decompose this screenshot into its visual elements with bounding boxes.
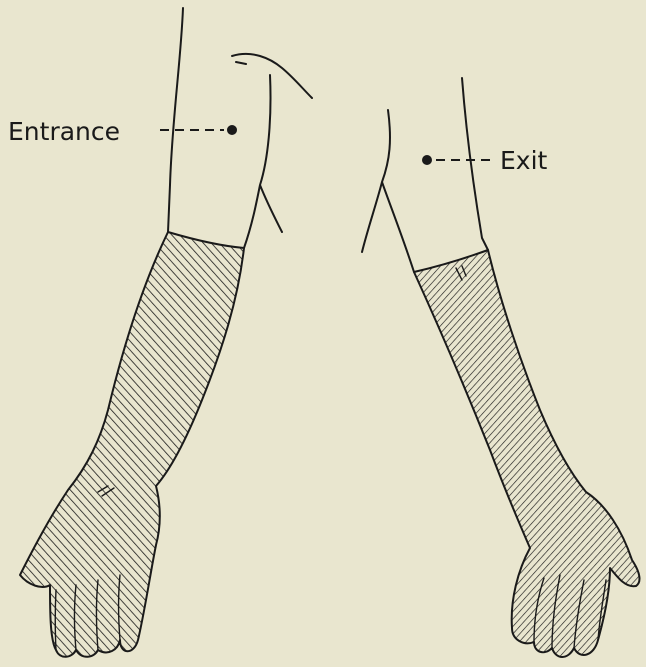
entrance-label: Entrance xyxy=(8,117,120,146)
entrance-callout: Entrance xyxy=(8,117,237,146)
left-arm xyxy=(20,8,312,657)
entrance-wound-dot xyxy=(227,125,237,135)
exit-callout: Exit xyxy=(422,146,548,175)
exit-label: Exit xyxy=(500,146,548,175)
right-forearm-hatched xyxy=(414,250,639,657)
left-upper-arm-outline xyxy=(168,8,282,248)
left-forearm-hatched xyxy=(20,232,244,657)
right-upper-arm-outline xyxy=(362,78,488,272)
exit-wound-dot xyxy=(422,155,432,165)
left-shoulder-outline xyxy=(232,54,312,98)
